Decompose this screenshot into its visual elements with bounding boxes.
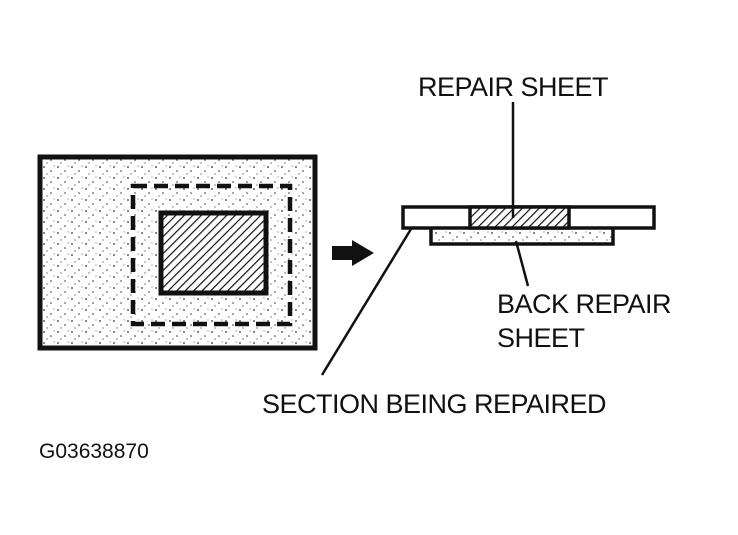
label-section-being-repaired: SECTION BEING REPAIRED <box>262 389 607 419</box>
arrow-right-icon <box>332 240 374 266</box>
repair-sheet <box>468 205 571 230</box>
label-repair-sheet: REPAIR SHEET <box>418 72 609 102</box>
panel-plan-view <box>37 154 318 351</box>
cross-section <box>401 205 656 246</box>
label-back-repair-sheet-line2: SHEET <box>497 323 585 353</box>
repair-area <box>158 210 269 296</box>
leader-section-being-repaired <box>320 228 413 376</box>
figure-id: G03638870 <box>39 440 149 463</box>
label-back-repair-sheet-line1: BACK REPAIR <box>497 289 672 319</box>
leader-back-repair-sheet <box>514 240 530 287</box>
